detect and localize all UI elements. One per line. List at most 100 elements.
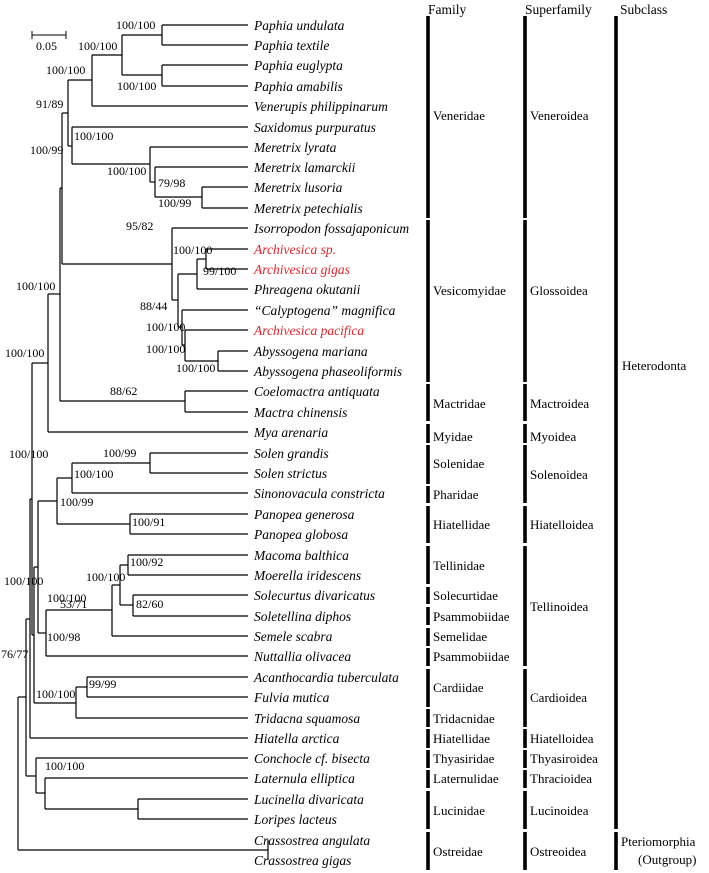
support-value: 88/44 xyxy=(140,299,167,313)
taxon-label: Solen grandis xyxy=(254,446,329,461)
taxon-label: Archivesica sp. xyxy=(253,242,336,257)
taxon-label: Sinonovacula constricta xyxy=(254,486,385,501)
support-value: 100/100 xyxy=(74,467,113,481)
support-value: 100/100 xyxy=(16,279,55,293)
taxon-label: Archivesica gigas xyxy=(253,262,350,277)
scale-label: 0.05 xyxy=(36,39,57,53)
taxon-label: Meretrix lusoria xyxy=(253,180,343,195)
support-value: 100/100 xyxy=(107,164,146,178)
support-value: 100/100 xyxy=(74,129,113,143)
support-value: 100/100 xyxy=(86,570,125,584)
taxon-label: Solecurtus divaricatus xyxy=(254,588,375,603)
taxon-label: Moerella iridescens xyxy=(253,568,361,583)
family-label: Laternulidae xyxy=(433,771,499,786)
family-label: Tridacnidae xyxy=(433,711,495,726)
family-label: Lucinidae xyxy=(433,803,485,818)
scale-bar: 0.05 xyxy=(31,31,67,53)
family-label: Solecurtidae xyxy=(433,588,498,603)
support-value: 99/99 xyxy=(89,677,116,691)
support-value: 95/82 xyxy=(126,219,153,233)
taxon-label: Paphia euglypta xyxy=(253,58,343,73)
support-value: 100/100 xyxy=(36,687,75,701)
support-value: 100/100 xyxy=(78,39,117,53)
superfamily-label: Glossoidea xyxy=(530,283,588,298)
superfamily-label: Hiatelloidea xyxy=(530,517,594,532)
taxon-label: Solen strictus xyxy=(254,466,327,481)
support-value: 100/100 xyxy=(9,447,48,461)
taxon-label: Panopea globosa xyxy=(253,527,348,542)
taxon-label: Abyssogena mariana xyxy=(253,344,368,359)
support-value: 100/99 xyxy=(103,446,136,460)
superfamily-label: Cardioidea xyxy=(530,690,587,705)
support-value: 100/91 xyxy=(132,515,165,529)
taxon-label: Abyssogena phaseoliformis xyxy=(253,364,402,379)
taxon-label: Crassostrea angulata xyxy=(254,833,370,848)
taxon-label: Paphia textile xyxy=(253,38,329,53)
taxon-label: Paphia amabilis xyxy=(253,79,343,94)
family-label: Hiatellidae xyxy=(433,731,490,746)
taxon-label: Hiatella arctica xyxy=(253,731,340,746)
family-label: Vesicomyidae xyxy=(433,283,506,298)
support-value: 100/100 xyxy=(47,591,86,605)
header-subclass: Subclass xyxy=(620,2,667,17)
support-value: 100/99 xyxy=(158,196,191,210)
family-label: Solenidae xyxy=(433,456,484,471)
support-value: 100/98 xyxy=(47,630,80,644)
support-value: 100/100 xyxy=(116,18,155,32)
header-superfamily: Superfamily xyxy=(525,2,592,17)
support-value: 100/100 xyxy=(146,320,185,334)
taxon-label: “Calyptogena” magnifica xyxy=(254,303,396,318)
taxon-label: Saxidomus purpuratus xyxy=(254,120,376,135)
taxon-label: Meretrix lyrata xyxy=(253,140,337,155)
family-label: Ostreidae xyxy=(433,844,483,859)
taxon-label: Lucinella divaricata xyxy=(253,792,364,807)
taxon-label: Archivesica pacifica xyxy=(253,323,364,338)
taxon-label: Nuttallia olivacea xyxy=(253,649,351,664)
support-value: 100/100 xyxy=(173,243,212,257)
superfamily-label: Solenoidea xyxy=(530,467,588,482)
support-value: 100/100 xyxy=(4,574,43,588)
taxon-label: Isorropodon fossajaponicum xyxy=(253,221,409,236)
taxon-label: Mya arenaria xyxy=(253,425,328,440)
superfamily-label: Ostreoidea xyxy=(530,844,587,859)
support-value: 100/100 xyxy=(176,361,215,375)
support-value: 82/60 xyxy=(136,597,163,611)
taxon-label: Crassostrea gigas xyxy=(254,853,351,868)
family-label: Thyasiridae xyxy=(433,751,495,766)
taxon-label: Fulvia mutica xyxy=(253,690,330,705)
family-label: Psammobiidae xyxy=(433,609,510,624)
taxon-label: Meretrix petechialis xyxy=(253,201,363,216)
family-label: Pharidae xyxy=(433,487,479,502)
support-value: 99/100 xyxy=(203,264,236,278)
taxon-label: Acanthocardia tuberculata xyxy=(253,670,399,685)
family-label: Psammobiidae xyxy=(433,649,510,664)
family-label: Veneridae xyxy=(433,108,485,123)
taxon-label: Phreagena okutanii xyxy=(253,282,361,297)
support-value: 100/100 xyxy=(46,63,85,77)
support-value: 88/62 xyxy=(110,384,137,398)
family-label: Myidae xyxy=(433,429,473,444)
taxon-label: Macoma balthica xyxy=(253,548,349,563)
support-value: 100/100 xyxy=(117,79,156,93)
superfamily-label: Mactroidea xyxy=(530,396,589,411)
taxon-label: Loripes lacteus xyxy=(253,812,337,827)
support-value: 100/100 xyxy=(45,759,84,773)
taxon-label: Tridacna squamosa xyxy=(254,711,360,726)
support-value: 79/98 xyxy=(158,176,185,190)
superfamily-label: Thyasiroidea xyxy=(530,751,598,766)
taxon-label: Mactra chinensis xyxy=(253,405,347,420)
support-value: 91/89 xyxy=(36,97,63,111)
superfamily-label: Thracioidea xyxy=(530,771,592,786)
superfamily-label: Hiatelloidea xyxy=(530,731,594,746)
header-family: Family xyxy=(428,2,467,17)
support-value: 53/71 xyxy=(60,597,87,611)
family-column: VeneridaeVesicomyidaeMactridaeMyidaeSole… xyxy=(426,16,510,870)
family-label: Tellinidae xyxy=(433,558,485,573)
superfamily-column: VeneroideaGlossoideaMactroideaMyoideaSol… xyxy=(523,16,598,870)
support-value: 76/77 xyxy=(1,647,28,661)
superfamily-label: Myoidea xyxy=(530,429,576,444)
family-label: Cardiidae xyxy=(433,680,484,695)
